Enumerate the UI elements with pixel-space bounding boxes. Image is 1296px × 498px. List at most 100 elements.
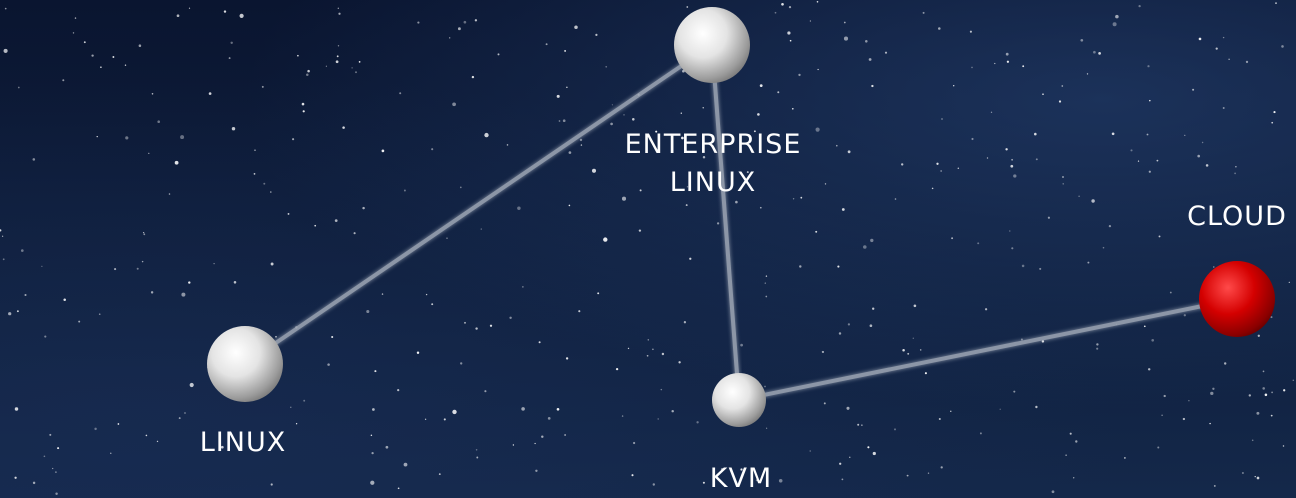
star: [595, 33, 598, 37]
star: [484, 132, 489, 138]
star: [327, 363, 330, 366]
star: [764, 385, 766, 388]
star: [1013, 390, 1016, 393]
star: [1169, 291, 1172, 294]
star: [1042, 93, 1044, 95]
star: [871, 84, 874, 88]
star: [1021, 264, 1025, 268]
star: [610, 122, 613, 126]
star: [8, 312, 12, 316]
star: [809, 20, 812, 22]
star: [912, 337, 914, 339]
star: [32, 481, 36, 485]
star: [1130, 149, 1133, 152]
star: [565, 357, 569, 360]
star: [1108, 224, 1112, 228]
star: [661, 352, 665, 356]
star: [686, 186, 689, 188]
star: [124, 64, 127, 66]
star: [136, 267, 139, 270]
star: [306, 73, 309, 76]
star: [901, 163, 904, 166]
star: [517, 206, 521, 211]
star: [1137, 160, 1140, 162]
node-enterprise-linux-sphere[interactable]: [674, 7, 750, 83]
star: [385, 445, 389, 449]
node-label-kvm: KVM: [709, 463, 773, 494]
star: [1039, 267, 1042, 270]
star: [815, 127, 820, 132]
node-linux-sphere[interactable]: [207, 326, 283, 402]
star: [1223, 362, 1227, 365]
star: [971, 66, 973, 69]
star: [188, 281, 191, 284]
star: [114, 268, 117, 271]
star: [869, 324, 873, 328]
node-cloud-sphere[interactable]: [1199, 261, 1275, 337]
star: [431, 303, 434, 306]
star: [868, 58, 872, 61]
star: [403, 189, 406, 192]
star: [534, 442, 536, 445]
star: [452, 102, 456, 107]
star: [331, 335, 334, 339]
star: [894, 428, 896, 431]
star: [480, 228, 482, 230]
star: [55, 471, 57, 473]
edge-enterprise-linux-kvm: [710, 44, 741, 401]
star: [861, 424, 863, 426]
star: [1273, 111, 1276, 114]
node-label-enterprise-linux-line-1: ENTERPRISE: [624, 129, 802, 160]
node-kvm-sphere[interactable]: [712, 373, 766, 427]
star: [1161, 414, 1163, 417]
star: [253, 173, 256, 175]
star: [509, 316, 512, 320]
star: [21, 249, 24, 252]
star: [110, 452, 112, 454]
star: [117, 423, 120, 425]
star: [655, 130, 658, 133]
star: [1241, 471, 1244, 475]
star: [181, 292, 186, 297]
star: [1112, 22, 1117, 27]
star: [1209, 422, 1211, 425]
star: [994, 62, 996, 65]
star: [1201, 141, 1204, 144]
star: [865, 40, 868, 43]
star: [1210, 391, 1214, 396]
star: [849, 456, 851, 458]
star: [765, 275, 768, 277]
star: [125, 136, 129, 140]
star: [1124, 457, 1126, 459]
star: [1205, 164, 1209, 167]
star: [156, 440, 159, 443]
star: [953, 85, 955, 87]
star: [358, 61, 361, 63]
star: [646, 354, 649, 357]
star: [337, 45, 340, 47]
star: [870, 238, 874, 243]
star: [351, 67, 353, 69]
star: [506, 144, 509, 146]
star: [287, 212, 290, 215]
star: [0, 229, 2, 232]
star: [180, 135, 185, 140]
star: [100, 66, 102, 69]
star: [342, 126, 345, 129]
star: [977, 242, 980, 245]
star: [261, 85, 264, 88]
star: [1035, 158, 1038, 161]
star: [168, 193, 171, 195]
star: [941, 118, 943, 120]
edge-linux-enterprise-linux: [243, 43, 714, 366]
star: [1009, 230, 1011, 232]
star: [452, 409, 457, 415]
star: [1288, 281, 1290, 284]
star: [425, 293, 428, 296]
star: [471, 75, 475, 79]
node-label-cloud: CLOUD: [1187, 201, 1287, 232]
star: [652, 483, 655, 486]
star: [1256, 411, 1260, 415]
star: [1005, 148, 1008, 151]
star: [971, 137, 974, 141]
